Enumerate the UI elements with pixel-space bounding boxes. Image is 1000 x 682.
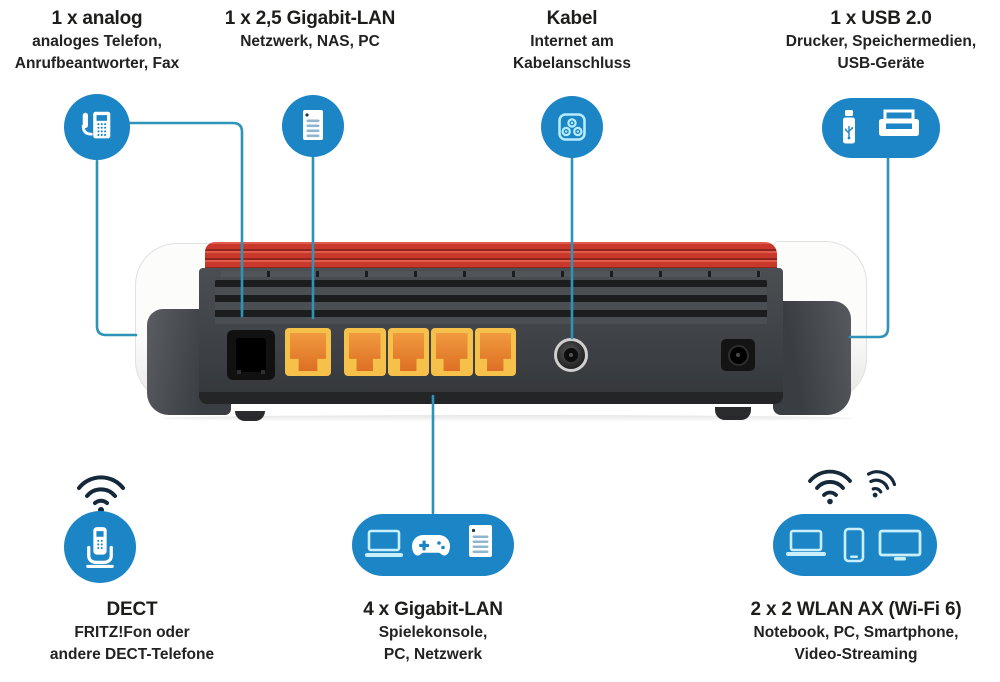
callout-lan4-title: 4 x Gigabit-LAN: [363, 599, 503, 620]
callout-lan4-line1: Spielekonsole,: [378, 624, 488, 641]
callout-kabel-line1: Internet am: [530, 33, 614, 50]
gigabit-lan-port-1: [344, 328, 386, 376]
dect-handset-icon: [86, 527, 114, 568]
gigabit-lan-port-group: [344, 328, 516, 376]
gigabit-lan-port-2: [387, 328, 429, 376]
phone-port-pin: [237, 370, 241, 374]
callout-wlan-title: 2 x 2 WLAN AX (Wi-Fi 6): [750, 599, 962, 620]
cable-outlet-icon: [558, 113, 586, 141]
kabel-icon-bubble: [541, 96, 603, 158]
gamepad-icon: [412, 535, 450, 556]
wlan-icon-bubble: [773, 514, 937, 576]
lan4-icon-bubble: [352, 514, 514, 576]
callout-analog-line1: analoges Telefon,: [32, 33, 162, 50]
analog-phone-port: [227, 330, 275, 380]
router-foot-left: [235, 411, 265, 421]
laptop-icon: [365, 529, 403, 557]
usb-stick-icon: [843, 110, 855, 144]
coax-pin: [569, 353, 573, 357]
callout-usb: 1 x USB 2.0 Drucker, Speichermedien, USB…: [769, 6, 993, 75]
callout-kabel-title: Kabel: [546, 8, 598, 29]
callout-usb-line1: Drucker, Speichermedien,: [785, 33, 977, 50]
callout-kabel: Kabel Internet am Kabelanschluss: [482, 6, 662, 75]
coax-ring: [564, 348, 578, 362]
line-analog-to-port: [128, 121, 244, 318]
usb-icon-bubble: [822, 98, 940, 158]
power-pin: [736, 353, 740, 357]
router-bottom-edge: [199, 392, 783, 404]
wifi-waves-double-icon: [808, 469, 897, 505]
wifi-waves-icon: [77, 475, 125, 513]
callout-usb-line2: USB-Geräte: [837, 55, 925, 72]
callout-dect: DECT FRITZ!Fon oder andere DECT-Telefone: [22, 597, 242, 666]
router-right-side-panel: [773, 301, 851, 415]
callout-kabel-line2: Kabelanschluss: [512, 55, 632, 72]
phone-port-pin: [261, 370, 265, 374]
callout-lan4-line2: PC, Netzwerk: [383, 646, 483, 663]
gigabit-lan-port-3: [431, 328, 473, 376]
router-shadow: [163, 415, 853, 422]
nas-server-icon: [303, 110, 323, 140]
router-foot-right: [715, 407, 751, 420]
line-analog-to-side: [95, 159, 138, 337]
router-back-view: [135, 237, 867, 422]
phone-port-hole: [236, 338, 266, 372]
desk-phone-icon: [81, 111, 111, 139]
line-usb-to-side: [848, 156, 890, 339]
callout-usb-title: 1 x USB 2.0: [830, 8, 932, 29]
lan4-device-icons: [365, 525, 492, 557]
callout-lan25-line1: Netzwerk, NAS, PC: [240, 33, 380, 50]
smartphone-icon: [843, 527, 865, 563]
gigabit-lan-port-4: [474, 328, 516, 376]
callout-lan4: 4 x Gigabit-LAN Spielekonsole, PC, Netzw…: [330, 597, 536, 666]
router-back-panel: [199, 268, 783, 404]
callout-dect-line1: FRITZ!Fon oder: [74, 624, 190, 641]
dect-icon-bubble: [64, 511, 136, 583]
analog-icon-bubble: [64, 94, 130, 160]
callout-dect-title: DECT: [106, 599, 158, 620]
power-ring: [727, 344, 749, 366]
monitor-icon: [878, 529, 922, 561]
coax-cable-connector: [554, 338, 588, 372]
callout-analog: 1 x analog analoges Telefon, Anrufbeantw…: [0, 6, 197, 75]
callout-wlan-line1: Notebook, PC, Smartphone,: [753, 624, 959, 641]
wlan-device-icons: [786, 527, 922, 563]
lan25-icon-bubble: [282, 95, 344, 157]
power-connector: [721, 339, 755, 371]
callout-lan25: 1 x 2,5 Gigabit-LAN Netzwerk, NAS, PC: [200, 6, 420, 53]
server-icon: [469, 525, 492, 557]
callout-analog-line2: Anrufbeantworter, Fax: [14, 55, 180, 72]
callout-wlan-line2: Video-Streaming: [794, 646, 918, 663]
printer-icon: [879, 109, 919, 136]
callout-lan25-title: 1 x 2,5 Gigabit-LAN: [224, 8, 396, 29]
callout-analog-title: 1 x analog: [51, 8, 143, 29]
2-5-gigabit-lan-port: [285, 328, 331, 376]
callout-wlan: 2 x 2 WLAN AX (Wi-Fi 6) Notebook, PC, Sm…: [728, 597, 984, 666]
usb-printer-icons: [843, 109, 919, 144]
laptop-icon: [786, 529, 826, 556]
vent-ticks: [221, 271, 761, 277]
callout-dect-line2: andere DECT-Telefone: [49, 646, 215, 663]
vent-grille: [215, 280, 767, 324]
